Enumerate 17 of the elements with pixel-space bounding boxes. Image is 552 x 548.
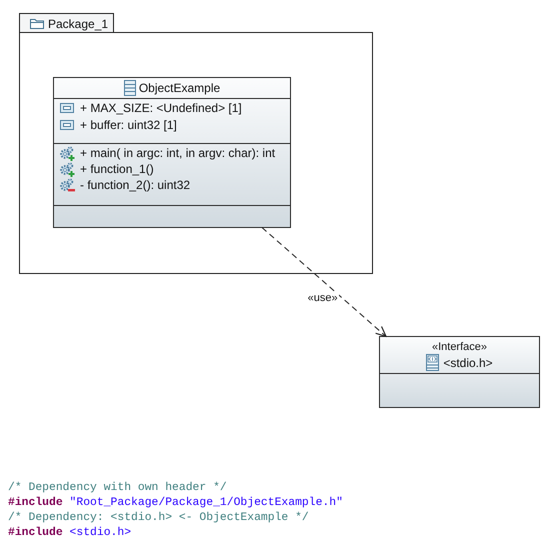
stereotype-label: «Interface» (432, 341, 488, 353)
include-directive: #include <stdio.h> (8, 526, 132, 541)
class-name: ObjectExample (138, 81, 220, 95)
interface-box (379, 336, 540, 408)
operation-text: + function_1() (80, 162, 154, 176)
dependency-arrow (261, 227, 387, 338)
attribute-text: + buffer: uint32 [1] (80, 118, 177, 132)
package-name: Package_1 (48, 16, 108, 30)
operation-text: - function_2(): uint32 (80, 178, 190, 192)
interface-name: <stdio.h> (443, 356, 493, 370)
class-box (53, 77, 291, 228)
code-comment: /* Dependency: <stdio.h> <- ObjectExample */ (8, 511, 310, 526)
package-frame (19, 13, 373, 274)
code-comment: /* Dependency with own header */ (8, 481, 228, 496)
operation-text: + main( in argc: int, in argv: char): int (80, 146, 276, 160)
include-directive: #include "Root_Package/Package_1/ObjectExample.h" (8, 496, 343, 511)
attribute-text: + MAX_SIZE: <Undefined> [1] (80, 100, 242, 114)
